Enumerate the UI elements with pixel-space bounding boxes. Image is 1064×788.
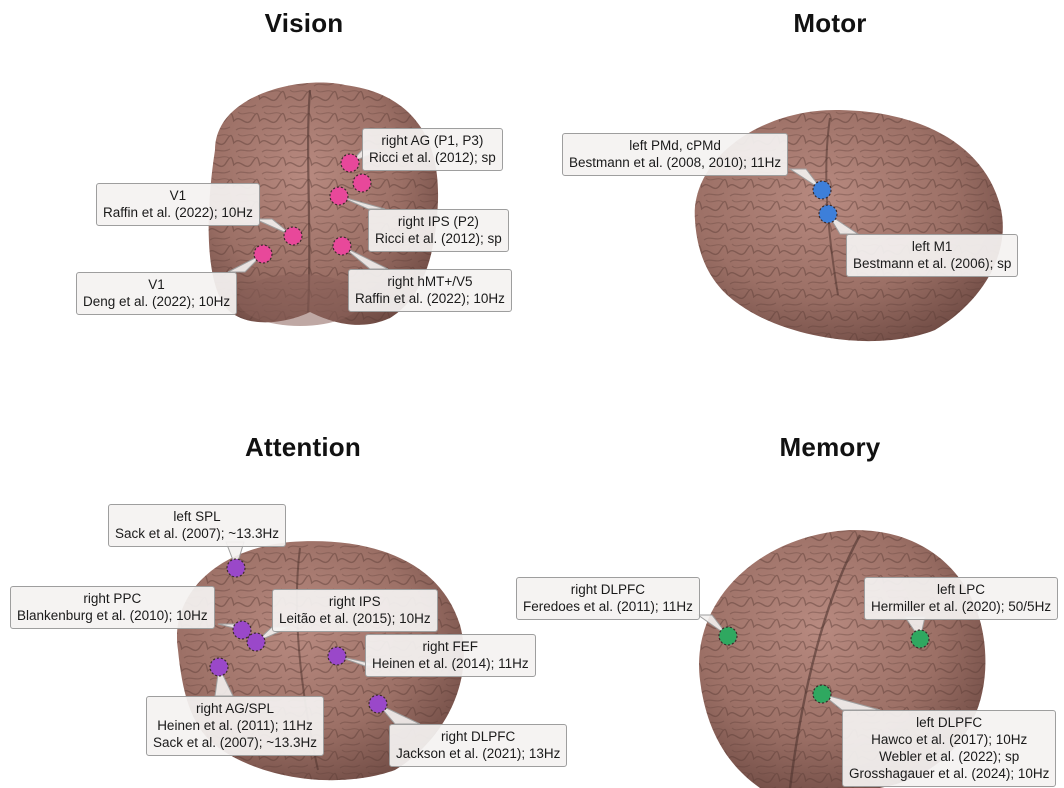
label-ref: Bestmann et al. (2008, 2010); 11Hz: [569, 154, 781, 171]
label-memory-right-dlpfc: right DLPFC Feredoes et al. (2011); 11Hz: [516, 577, 700, 620]
site-vision-right-hmt[interactable]: [333, 237, 351, 255]
label-ref: Heinen et al. (2014); 11Hz: [372, 655, 529, 672]
label-attention-right-dlpfc: right DLPFC Jackson et al. (2021); 13Hz: [389, 724, 567, 767]
label-ref: Grosshagauer et al. (2024); 10Hz: [849, 765, 1049, 782]
label-region: right IPS (P2): [375, 213, 502, 230]
label-ref: Jackson et al. (2021); 13Hz: [396, 745, 560, 762]
label-region: left LPC: [871, 581, 1051, 598]
label-region: left M1: [853, 238, 1011, 255]
label-ref: Raffin et al. (2022); 10Hz: [103, 204, 253, 221]
label-region: right IPS: [279, 593, 431, 610]
label-region: right hMT+/V5: [355, 273, 505, 290]
label-vision-right-hmt: right hMT+/V5 Raffin et al. (2022); 10Hz: [348, 269, 512, 312]
label-vision-v1-deng: V1 Deng et al. (2022); 10Hz: [76, 272, 237, 315]
label-region: right PPC: [17, 590, 208, 607]
site-attention-right-dlpfc[interactable]: [369, 695, 387, 713]
label-ref: Hawco et al. (2017); 10Hz: [849, 731, 1049, 748]
label-vision-right-ag: right AG (P1, P3) Ricci et al. (2012); s…: [362, 128, 503, 171]
label-ref: Sack et al. (2007); ~13.3Hz: [115, 525, 279, 542]
label-attention-left-spl: left SPL Sack et al. (2007); ~13.3Hz: [108, 504, 286, 547]
site-memory-left-dlpfc[interactable]: [813, 685, 831, 703]
site-memory-left-lpc[interactable]: [911, 630, 929, 648]
label-attention-right-ips: right IPS Leitão et al. (2015); 10Hz: [272, 589, 438, 632]
label-ref: Sack et al. (2007); ~13.3Hz: [153, 734, 317, 751]
label-ref: Feredoes et al. (2011); 11Hz: [523, 598, 693, 615]
site-attention-left-spl[interactable]: [227, 559, 245, 577]
label-ref: Deng et al. (2022); 10Hz: [83, 293, 230, 310]
site-vision-right-ag-p1[interactable]: [341, 154, 359, 172]
site-attention-right-ips[interactable]: [247, 633, 265, 651]
site-motor-left-m1[interactable]: [819, 205, 837, 223]
label-attention-right-ag-spl: right AG/SPL Heinen et al. (2011); 11Hz …: [146, 696, 324, 756]
label-memory-left-lpc: left LPC Hermiller et al. (2020); 50/5Hz: [864, 577, 1058, 620]
label-region: left DLPFC: [849, 714, 1049, 731]
label-region: right AG/SPL: [153, 700, 317, 717]
label-vision-v1-raffin: V1 Raffin et al. (2022); 10Hz: [96, 183, 260, 226]
site-vision-v1-deng[interactable]: [254, 245, 272, 263]
label-ref: Bestmann et al. (2006); sp: [853, 255, 1011, 272]
label-ref: Heinen et al. (2011); 11Hz: [153, 717, 317, 734]
label-ref: Ricci et al. (2012); sp: [369, 149, 496, 166]
site-motor-left-pmd[interactable]: [813, 181, 831, 199]
label-region: right DLPFC: [523, 581, 693, 598]
label-attention-right-ppc: right PPC Blankenburg et al. (2010); 10H…: [10, 586, 215, 629]
label-motor-left-pmd: left PMd, cPMd Bestmann et al. (2008, 20…: [562, 133, 788, 176]
site-memory-right-dlpfc[interactable]: [719, 627, 737, 645]
label-ref: Raffin et al. (2022); 10Hz: [355, 290, 505, 307]
label-ref: Hermiller et al. (2020); 50/5Hz: [871, 598, 1051, 615]
label-region: left SPL: [115, 508, 279, 525]
site-vision-v1-raffin[interactable]: [284, 227, 302, 245]
site-vision-right-ips[interactable]: [330, 187, 348, 205]
label-ref: Blankenburg et al. (2010); 10Hz: [17, 607, 208, 624]
label-vision-right-ips: right IPS (P2) Ricci et al. (2012); sp: [368, 209, 509, 252]
label-region: V1: [103, 187, 253, 204]
label-region: V1: [83, 276, 230, 293]
label-ref: Webler et al. (2022); sp: [849, 748, 1049, 765]
site-vision-right-ag-p3[interactable]: [353, 174, 371, 192]
label-ref: Ricci et al. (2012); sp: [375, 230, 502, 247]
site-attention-right-ag-spl[interactable]: [210, 658, 228, 676]
label-region: right AG (P1, P3): [369, 132, 496, 149]
label-motor-left-m1: left M1 Bestmann et al. (2006); sp: [846, 234, 1018, 277]
label-ref: Leitão et al. (2015); 10Hz: [279, 610, 431, 627]
label-region: right DLPFC: [396, 728, 560, 745]
site-attention-right-fef[interactable]: [328, 647, 346, 665]
label-region: right FEF: [372, 638, 529, 655]
label-memory-left-dlpfc: left DLPFC Hawco et al. (2017); 10Hz Web…: [842, 710, 1056, 787]
label-attention-right-fef: right FEF Heinen et al. (2014); 11Hz: [365, 634, 536, 677]
label-region: left PMd, cPMd: [569, 137, 781, 154]
